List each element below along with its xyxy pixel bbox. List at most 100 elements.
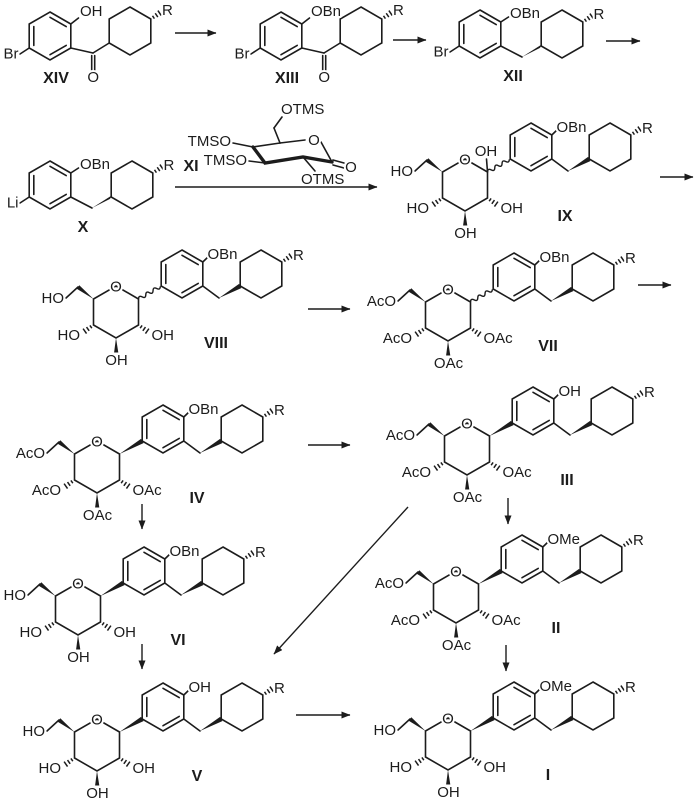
r-group-label: R bbox=[274, 680, 285, 697]
compound-i: O HO HO OH OH OMe R I bbox=[372, 676, 639, 800]
anomeric-oh-label: OH bbox=[475, 143, 498, 160]
glucoside-skeleton bbox=[47, 683, 273, 786]
r-group-label: R bbox=[162, 2, 173, 19]
compound-number: I bbox=[546, 767, 550, 784]
ring-oxygen-label: O bbox=[91, 712, 103, 729]
ring-oxygen-label: O bbox=[308, 132, 320, 149]
aryl-substituent-label: OH bbox=[80, 3, 103, 20]
ketone-oxygen-label: O bbox=[318, 69, 330, 86]
c6-substituent-label: HO bbox=[23, 723, 46, 740]
c4-substituent-label: AcO bbox=[383, 330, 412, 347]
anomeric-wedge-bond bbox=[119, 716, 144, 732]
c6-substituent-label: HO bbox=[4, 587, 27, 604]
c2-substituent-label: OAc bbox=[492, 612, 522, 629]
c6-substituent-label: HO bbox=[42, 290, 65, 307]
c3-substituent-label: OH bbox=[454, 225, 477, 242]
r-group-label: R bbox=[274, 402, 285, 419]
r-group-label: R bbox=[393, 2, 404, 19]
aryl-substituent-label: OBn bbox=[557, 119, 587, 136]
r-group-label: R bbox=[293, 247, 304, 264]
compound-xiv: Br OH O R XIV bbox=[2, 0, 176, 88]
r-group-label: R bbox=[644, 384, 655, 401]
c6-substituent-label: HO bbox=[374, 722, 397, 739]
compound-number: XII bbox=[503, 68, 523, 85]
anomeric-wavy-bond bbox=[136, 284, 162, 302]
aryl-substituent-label: OMe bbox=[548, 531, 581, 548]
compound-xiii: Br OBn O R XIII bbox=[233, 0, 407, 88]
ring-oxygen-label: O bbox=[110, 279, 122, 296]
c4-substituent-label: HO bbox=[20, 624, 43, 641]
c2-substituent-label: OH bbox=[484, 759, 507, 776]
compound-vi: O HO HO OH OH OBn R VI bbox=[2, 541, 269, 668]
compound-number: XIV bbox=[43, 70, 69, 87]
halide-label: Br bbox=[434, 44, 449, 61]
c3-substituent-label: OAc bbox=[83, 507, 113, 524]
aryl-substituent-label: OBn bbox=[311, 3, 341, 20]
c6-substituent-label: AcO bbox=[386, 427, 415, 444]
aryl-substituent-label: OBn bbox=[510, 5, 540, 22]
c2-substituent-label: OAc bbox=[133, 482, 163, 499]
aryl-substituent-label: OBn bbox=[170, 543, 200, 560]
compound-vii: O AcO AcO OAc OAc OBn R VII bbox=[365, 247, 638, 374]
r-group-label: R bbox=[625, 250, 636, 267]
anomeric-wavy-bond bbox=[468, 287, 494, 305]
c3-substituent-label: OH bbox=[437, 784, 460, 800]
compound-ii: O AcO AcO OAc OAc OMe R II bbox=[373, 529, 646, 656]
r-group-label: R bbox=[164, 157, 175, 174]
compound-number: IX bbox=[557, 208, 572, 225]
lactone-oxygen-label: O bbox=[345, 159, 357, 176]
compound-iv: O AcO AcO OAc OAc OBn R IV bbox=[14, 399, 287, 526]
anomeric-wedge-bond bbox=[470, 715, 495, 731]
c6-substituent-label: AcO bbox=[16, 445, 45, 462]
c2-substituent-label: OAc bbox=[503, 464, 533, 481]
c4-substituent-label: HO bbox=[390, 759, 413, 776]
c3-substituent-label: OAc bbox=[442, 637, 472, 654]
compound-xi: O O OTMS TMSO TMSO OTMS XI bbox=[183, 99, 358, 190]
compound-number: VI bbox=[170, 632, 185, 649]
anomeric-wedge-bond bbox=[100, 580, 125, 596]
aryl-substituent-label: OBn bbox=[540, 249, 570, 266]
ketone-oxygen-label: O bbox=[87, 69, 99, 86]
tmso-lower-label: TMSO bbox=[204, 152, 247, 169]
anomeric-wavy-bond bbox=[485, 157, 511, 175]
c6-substituent-label: HO bbox=[391, 163, 414, 180]
c2-substituent-label: OH bbox=[114, 624, 137, 641]
anomeric-wedge-bond bbox=[489, 420, 514, 436]
glucoside-skeleton bbox=[398, 682, 624, 785]
halide-label: Br bbox=[235, 46, 250, 63]
compound-number: VII bbox=[538, 338, 558, 355]
ring-oxygen-label: O bbox=[72, 576, 84, 593]
c3-substituent-label: OAc bbox=[434, 355, 464, 372]
c2-substituent-label: OAc bbox=[484, 330, 514, 347]
glucoside-skeleton bbox=[415, 123, 641, 226]
aryl-substituent-label: OH bbox=[189, 679, 212, 696]
c3-substituent-label: OH bbox=[67, 649, 90, 666]
arrow-iii-to-v-diagonal bbox=[273, 506, 409, 655]
r-group-label: R bbox=[633, 532, 644, 549]
r-group-label: R bbox=[642, 120, 653, 137]
c4-substituent-label: AcO bbox=[391, 612, 420, 629]
c2-substituent-label: OH bbox=[133, 760, 156, 777]
r-group-label: R bbox=[594, 6, 605, 23]
c6-substituent-label: AcO bbox=[375, 575, 404, 592]
r-group-label: R bbox=[255, 544, 266, 561]
anomeric-wedge-bond bbox=[478, 568, 503, 584]
compound-x: Li OBn R X bbox=[5, 154, 177, 236]
compound-ix: OH O HO HO OH OH OBn R IX bbox=[389, 117, 656, 244]
aryl-substituent-label: OBn bbox=[80, 156, 110, 173]
compound-number: XI bbox=[183, 158, 198, 175]
ring-oxygen-label: O bbox=[459, 152, 471, 169]
glucoside-skeleton bbox=[66, 250, 292, 353]
r-group-label: R bbox=[625, 679, 636, 696]
aryl-substituent-label: OBn bbox=[208, 246, 238, 263]
halide-label: Br bbox=[4, 46, 19, 63]
ring-oxygen-label: O bbox=[450, 564, 462, 581]
compound-number: II bbox=[552, 620, 561, 637]
otms-bottom-label: OTMS bbox=[301, 171, 344, 188]
ring-oxygen-label: O bbox=[442, 282, 454, 299]
compound-xii: Br OBn R XII bbox=[432, 3, 607, 85]
c2-substituent-label: OH bbox=[501, 200, 524, 217]
c2-substituent-label: OH bbox=[152, 327, 175, 344]
c6-substituent-label: AcO bbox=[367, 293, 396, 310]
